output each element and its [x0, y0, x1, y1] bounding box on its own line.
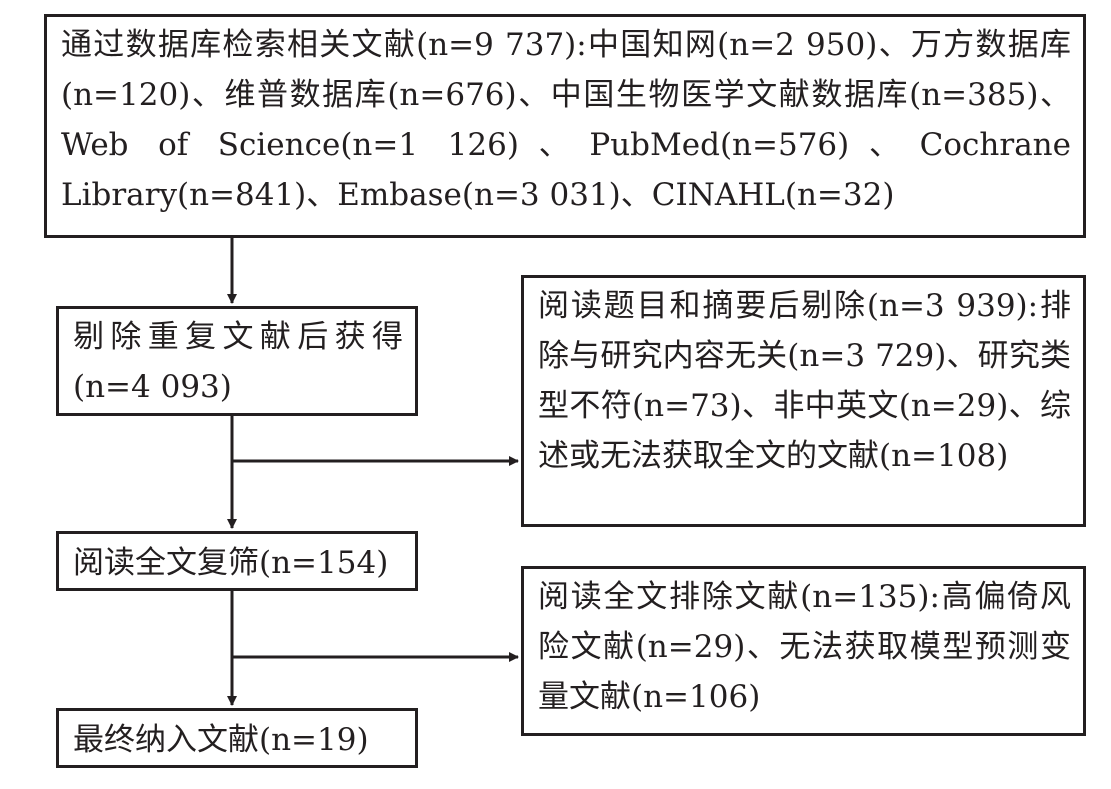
title-abstract-exclusion-box: 阅读题目和摘要后剔除(n=3 939):排除与研究内容无关(n=3 729)、研…	[521, 275, 1086, 527]
deduplication-box: 剔除重复文献后获得(n=4 093)	[56, 306, 418, 416]
final-inclusion-text: 最终纳入文献(n=19)	[73, 722, 369, 758]
final-inclusion-box: 最终纳入文献(n=19)	[56, 708, 418, 768]
title-abstract-exclusion-text: 阅读题目和摘要后剔除(n=3 939):排除与研究内容无关(n=3 729)、研…	[538, 288, 1071, 474]
fulltext-review-box: 阅读全文复筛(n=154)	[56, 531, 418, 591]
fulltext-review-text: 阅读全文复筛(n=154)	[73, 545, 389, 581]
database-search-box: 通过数据库检索相关文献(n=9 737):中国知网(n=2 950)、万方数据库…	[44, 14, 1086, 238]
fulltext-exclusion-text: 阅读全文排除文献(n=135):高偏倚风险文献(n=29)、无法获取模型预测变量…	[538, 579, 1071, 715]
database-search-text: 通过数据库检索相关文献(n=9 737):中国知网(n=2 950)、万方数据库…	[61, 27, 1071, 213]
fulltext-exclusion-box: 阅读全文排除文献(n=135):高偏倚风险文献(n=29)、无法获取模型预测变量…	[521, 566, 1086, 736]
deduplication-text: 剔除重复文献后获得(n=4 093)	[73, 319, 403, 405]
